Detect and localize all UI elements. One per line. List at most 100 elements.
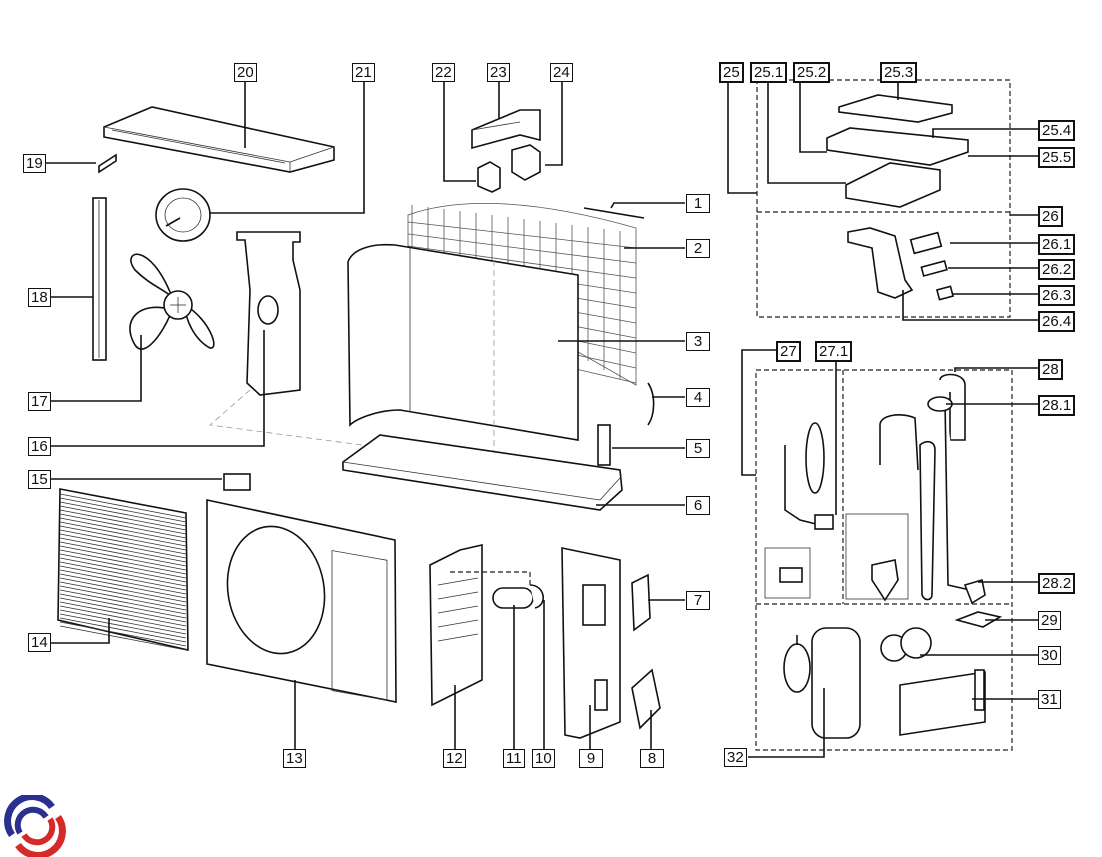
callout-28[interactable]: 28 <box>1038 359 1063 380</box>
part-top-cover <box>103 106 335 173</box>
hatch-line <box>59 553 187 579</box>
hatch-line <box>59 541 187 567</box>
callout-13[interactable]: 13 <box>283 749 306 768</box>
hatch-line <box>59 573 187 599</box>
callout-9[interactable]: 9 <box>579 749 603 768</box>
hatch-line <box>59 557 187 583</box>
hatch-line <box>59 625 187 651</box>
callout-6[interactable]: 6 <box>686 496 710 515</box>
hatch-line <box>59 601 187 627</box>
callout-24[interactable]: 24 <box>550 63 573 82</box>
callout-21[interactable]: 21 <box>352 63 375 82</box>
callout-26-4[interactable]: 26.4 <box>1038 311 1076 332</box>
callout-26[interactable]: 26 <box>1038 206 1063 227</box>
part-wire-clip <box>583 207 645 219</box>
hatch-line <box>59 509 187 535</box>
callout-1[interactable]: 1 <box>686 194 710 213</box>
hatch-line <box>59 525 187 551</box>
part-insulation <box>899 669 986 736</box>
part-fan-propeller <box>129 253 215 350</box>
hatch-line <box>59 533 187 559</box>
part-right-side-panel <box>561 547 621 739</box>
callout-8[interactable]: 8 <box>640 749 664 768</box>
hatch-line <box>59 605 187 631</box>
part-transformer-cover <box>471 109 541 150</box>
callout-25-5[interactable]: 25.5 <box>1038 147 1076 168</box>
part-fan-motor <box>155 188 211 242</box>
callout-25-3[interactable]: 25.3 <box>880 62 918 83</box>
hatch-line <box>59 609 187 635</box>
callout-7[interactable]: 7 <box>686 591 710 610</box>
callout-32[interactable]: 32 <box>724 748 747 767</box>
hatch-line <box>59 537 187 563</box>
callout-26-3[interactable]: 26.3 <box>1038 285 1076 306</box>
callout-25[interactable]: 25 <box>719 62 744 83</box>
hatch-line <box>437 591 479 600</box>
callout-16[interactable]: 16 <box>28 437 51 456</box>
callout-28-2[interactable]: 28.2 <box>1038 573 1076 594</box>
callout-29[interactable]: 29 <box>1038 611 1061 630</box>
hatch-line <box>407 221 637 249</box>
part-clips <box>223 473 251 491</box>
part-transformer <box>477 144 541 193</box>
hatch-line <box>59 549 187 575</box>
callout-25-4[interactable]: 25.4 <box>1038 120 1076 141</box>
part-front-grille <box>57 488 189 652</box>
callout-12[interactable]: 12 <box>443 749 466 768</box>
callout-15[interactable]: 15 <box>28 470 51 489</box>
callout-26-1[interactable]: 26.1 <box>1038 234 1076 255</box>
hatch-line <box>59 529 187 555</box>
hatch-line <box>59 581 187 607</box>
hatch-line <box>59 493 187 519</box>
part-terminal-cover <box>631 668 661 730</box>
callout-4[interactable]: 4 <box>686 388 710 407</box>
callout-27-1[interactable]: 27.1 <box>815 341 853 362</box>
hatch-line <box>59 585 187 611</box>
part-pipe-assembly-28 <box>845 373 986 605</box>
hatch-line <box>59 569 187 595</box>
part-condenser-coil <box>347 243 579 470</box>
callout-5[interactable]: 5 <box>686 439 710 458</box>
callout-23[interactable]: 23 <box>487 63 510 82</box>
callout-31[interactable]: 31 <box>1038 690 1061 709</box>
callout-26-2[interactable]: 26.2 <box>1038 259 1076 280</box>
hatch-line <box>59 545 187 571</box>
part-compressor <box>783 627 861 739</box>
hatch-line <box>59 593 187 619</box>
leader-lines <box>46 82 1038 758</box>
hatch-line <box>437 605 479 614</box>
part-base-pan <box>342 434 623 511</box>
hatch-line <box>59 501 187 527</box>
part-pad <box>954 611 1003 628</box>
hatch-line <box>59 621 187 647</box>
hatch-line <box>59 613 187 639</box>
part-pipe-assembly-27 <box>764 422 834 599</box>
hatch-line <box>59 565 187 591</box>
part-reactor <box>450 571 544 609</box>
callout-25-2[interactable]: 25.2 <box>793 62 831 83</box>
callout-18[interactable]: 18 <box>28 288 51 307</box>
callout-19[interactable]: 19 <box>23 154 46 173</box>
hatch-line <box>437 633 479 642</box>
hatch-line <box>437 577 479 586</box>
hatch-line <box>407 245 637 279</box>
hatch-line <box>59 561 187 587</box>
hatch-line <box>59 521 187 547</box>
callout-14[interactable]: 14 <box>28 633 51 652</box>
hatch-line <box>59 517 187 543</box>
hatch-line <box>59 497 187 523</box>
callout-10[interactable]: 10 <box>532 749 555 768</box>
part-label <box>98 153 117 174</box>
callout-30[interactable]: 30 <box>1038 646 1061 665</box>
callout-22[interactable]: 22 <box>432 63 455 82</box>
callout-25-1[interactable]: 25.1 <box>750 62 788 83</box>
callout-27[interactable]: 27 <box>776 341 801 362</box>
callout-28-1[interactable]: 28.1 <box>1038 395 1076 416</box>
hatch-line <box>59 597 187 623</box>
callout-11[interactable]: 11 <box>503 749 525 768</box>
callout-2[interactable]: 2 <box>686 239 710 258</box>
callout-20[interactable]: 20 <box>234 63 257 82</box>
part-damper <box>880 627 932 662</box>
callout-17[interactable]: 17 <box>28 392 51 411</box>
callout-3[interactable]: 3 <box>686 332 710 351</box>
